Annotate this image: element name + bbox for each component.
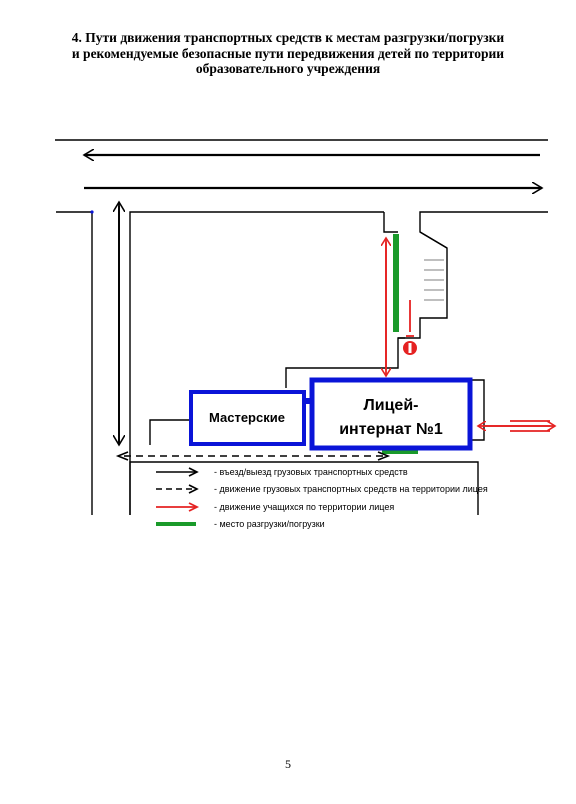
legend-label-3: - движение учащихся по территории лицея	[214, 502, 394, 512]
stairs-lines	[424, 259, 444, 301]
road-left-edge	[56, 211, 93, 515]
no-entry-sign	[403, 341, 417, 355]
legend-swatch-green	[156, 522, 196, 526]
workshops-building	[189, 390, 306, 446]
page-title: 4. Пути движения транспортных средств к …	[0, 30, 576, 77]
title-line-3: образовательного учреждения	[195, 61, 381, 76]
buildings	[189, 377, 473, 451]
loading-zones	[382, 234, 418, 454]
building-connector	[304, 398, 312, 404]
corner-dot	[90, 210, 94, 214]
bottom-boundary	[129, 461, 479, 515]
legend-label-4: - место разгрузки/погрузки	[214, 519, 325, 529]
stepped-outline	[149, 231, 485, 445]
main-building-label-2: интернат №1	[339, 421, 443, 438]
loading-zone-bottom	[382, 450, 418, 454]
road-traffic-arrows	[84, 155, 542, 214]
road-outlines	[55, 139, 548, 515]
title-line-1: 4. Пути движения транспортных средств к …	[71, 30, 505, 45]
legend: - въезд/выезд грузовых транспортных сред…	[156, 467, 488, 529]
legend-label-1: - въезд/выезд грузовых транспортных сред…	[214, 467, 408, 477]
legend-label-2: - движение грузовых транспортных средств…	[214, 484, 488, 494]
site-boundary-left	[129, 211, 384, 515]
loading-zone-vertical	[393, 234, 399, 332]
student-paths	[386, 238, 555, 432]
main-building-label-1: Лицей-	[364, 397, 419, 414]
main-building	[309, 377, 473, 451]
title-line-2: и рекомендуемые безопасные пути передвиж…	[71, 45, 505, 61]
truck-internal-path	[115, 451, 391, 461]
site-corner	[383, 212, 398, 233]
page-number: 5	[285, 757, 291, 771]
workshops-label: Мастерские	[209, 410, 285, 425]
